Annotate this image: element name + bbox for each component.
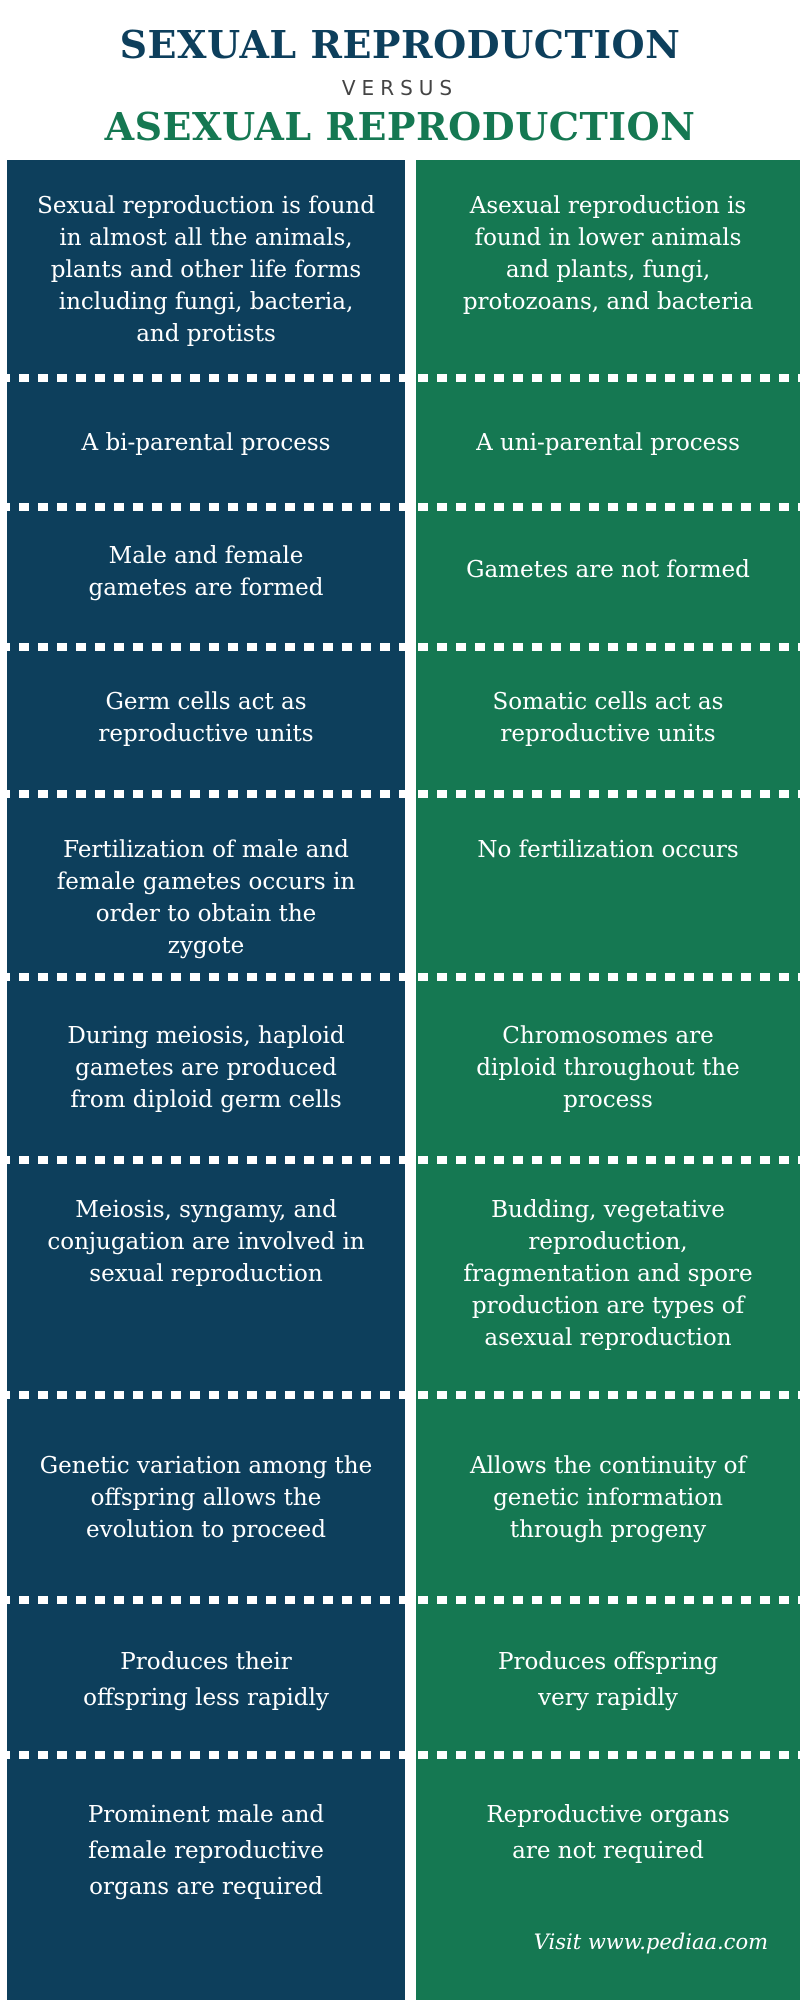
asexual-cell-8: Allows the continuity of genetic informa… [416, 1450, 800, 1560]
sexual-column [7, 160, 405, 2000]
row-divider [0, 374, 800, 382]
sexual-text-9: Produces their offspring less rapidly [83, 1649, 329, 1711]
pediaa-credit: Visit www.pediaa.com [533, 1930, 768, 1954]
sexual-text-6: During meiosis, haploid gametes are prod… [67, 1023, 345, 1113]
asexual-text-2: A uni-parental process [476, 430, 740, 456]
sexual-cell-8: Genetic variation among the offspring al… [7, 1450, 405, 1560]
sexual-text-1: Sexual reproduction is found in almost a… [37, 193, 375, 347]
sexual-cell-7: Meiosis, syngamy, and conjugation are in… [7, 1194, 405, 1304]
title-asexual-reproduction: ASEXUAL REPRODUCTION [104, 104, 696, 149]
sexual-text-5: Fertilization of male and female gametes… [56, 837, 356, 959]
asexual-text-9: Produces offspring very rapidly [497, 1649, 719, 1711]
asexual-cell-10: Reproductive organs are not required [416, 1797, 800, 1877]
row-divider [0, 1596, 800, 1604]
asexual-cell-1: Asexual reproduction is found in lower a… [416, 190, 800, 370]
row-divider [0, 503, 800, 511]
asexual-cell-4: Somatic cells act as reproductive units [416, 686, 800, 766]
asexual-text-4: Somatic cells act as reproductive units [492, 689, 724, 747]
sexual-cell-5: Fertilization of male and female gametes… [7, 834, 405, 959]
sexual-cell-10: Prominent male and female reproductive o… [7, 1797, 405, 1907]
asexual-text-3: Gametes are not formed [466, 557, 750, 583]
row-divider [0, 643, 800, 651]
sexual-cell-3: Male and female gametes are formed [7, 540, 405, 620]
sexual-cell-6: During meiosis, haploid gametes are prod… [7, 1020, 405, 1130]
asexual-cell-7: Budding, vegetative reproduction, fragme… [416, 1194, 800, 1364]
infographic-header: SEXUAL REPRODUCTION VERSUS ASEXUAL REPRO… [0, 0, 800, 160]
title-sexual-reproduction: SEXUAL REPRODUCTION [119, 22, 681, 67]
asexual-cell-6: Chromosomes are diploid throughout the p… [416, 1020, 800, 1130]
sexual-cell-4: Germ cells act as reproductive units [7, 686, 405, 766]
sexual-text-2: A bi-parental process [81, 430, 331, 456]
asexual-text-8: Allows the continuity of genetic informa… [470, 1453, 746, 1543]
asexual-text-1: Asexual reproduction is found in lower a… [462, 193, 754, 315]
asexual-text-7: Budding, vegetative reproduction, fragme… [463, 1197, 753, 1351]
sexual-text-7: Meiosis, syngamy, and conjugation are in… [47, 1197, 365, 1287]
row-divider [0, 1156, 800, 1164]
sexual-text-3: Male and female gametes are formed [88, 543, 324, 601]
asexual-text-10: Reproductive organs are not required [486, 1802, 730, 1864]
asexual-cell-5: No fertilization occurs [416, 834, 800, 894]
asexual-cell-3: Gametes are not formed [416, 554, 800, 614]
asexual-text-5: No fertilization occurs [477, 837, 739, 863]
sexual-text-4: Germ cells act as reproductive units [98, 689, 314, 747]
asexual-column [416, 160, 800, 2000]
row-divider [0, 973, 800, 981]
title-versus: VERSUS [341, 76, 459, 100]
row-divider [0, 790, 800, 798]
sexual-cell-9: Produces their offspring less rapidly [7, 1644, 405, 1724]
sexual-cell-1: Sexual reproduction is found in almost a… [7, 190, 405, 370]
asexual-text-6: Chromosomes are diploid throughout the p… [476, 1023, 740, 1113]
row-divider [0, 1751, 800, 1759]
row-divider [0, 1391, 800, 1399]
asexual-cell-9: Produces offspring very rapidly [416, 1644, 800, 1724]
asexual-cell-2: A uni-parental process [416, 427, 800, 487]
sexual-cell-2: A bi-parental process [7, 427, 405, 487]
sexual-text-10: Prominent male and female reproductive o… [87, 1802, 325, 1900]
sexual-text-8: Genetic variation among the offspring al… [39, 1453, 373, 1543]
